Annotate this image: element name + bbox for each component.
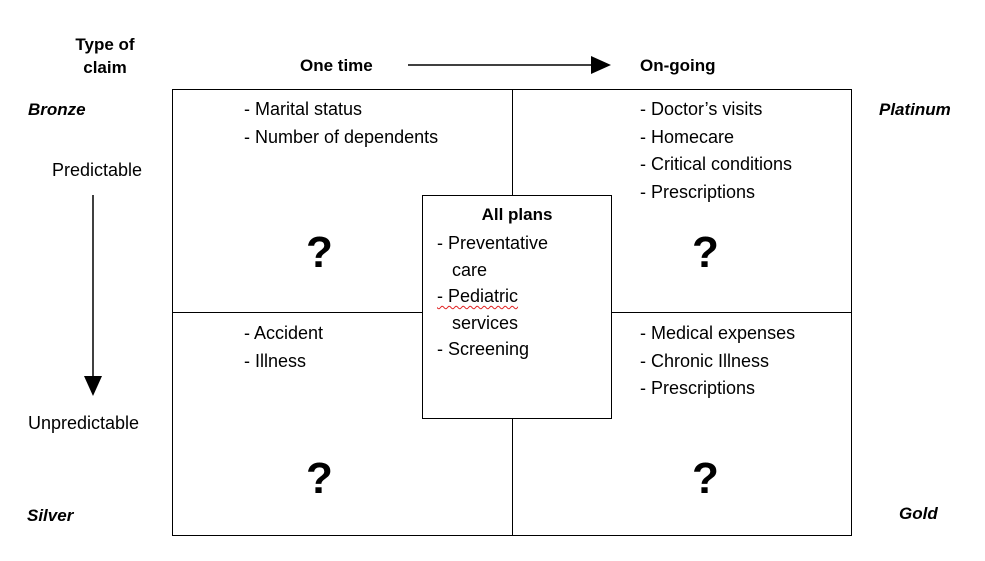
quadrant-bottom-left-list: - Accident - Illness xyxy=(244,320,323,375)
quadrant-top-right-list: - Doctor’s visits - Homecare - Critical … xyxy=(640,96,792,206)
list-item: - Critical conditions xyxy=(640,154,793,174)
unpredictable-label: Unpredictable xyxy=(28,413,140,433)
list-item: care xyxy=(437,259,488,280)
list-item: - Accident xyxy=(244,323,324,343)
time-arrow xyxy=(408,56,611,74)
list-item: - Chronic Illness xyxy=(640,350,770,371)
tier-bronze-label: Bronze xyxy=(28,100,86,119)
question-mark-top-left: ? xyxy=(306,228,333,277)
list-item: - Medical expenses xyxy=(640,323,796,343)
type-of-claim-label: Type of claim xyxy=(75,35,135,77)
all-plans-box: All plans - Preventative care - Pediatri… xyxy=(422,195,612,419)
list-item: - Marital status xyxy=(244,99,363,119)
quadrant-top-left-list: - Marital status - Number of dependents xyxy=(244,96,438,151)
quadrant-bottom-right-list: - Medical expenses - Chronic Illness - P… xyxy=(640,320,795,403)
predictable-label: Predictable xyxy=(52,160,143,180)
list-item: - Prescriptions xyxy=(640,378,756,398)
all-plans-list: - Preventative care - Pediatric services… xyxy=(437,230,548,363)
question-mark-bottom-right: ? xyxy=(692,454,719,503)
list-item: - Prescriptions xyxy=(640,181,756,202)
spellcheck-underlined-text: - Pediatric xyxy=(437,286,519,306)
predictability-arrow xyxy=(84,195,102,396)
list-item: - Pediatric xyxy=(437,283,548,310)
tier-platinum-label: Platinum xyxy=(879,100,951,119)
tier-silver-label: Silver xyxy=(27,506,74,525)
ongoing-label: On-going xyxy=(640,56,716,75)
list-item: - Illness xyxy=(244,350,307,371)
tier-gold-label: Gold xyxy=(899,504,938,523)
question-mark-top-right: ? xyxy=(692,228,719,277)
list-item: services xyxy=(437,312,519,333)
list-item: - Homecare xyxy=(640,126,735,147)
list-item: - Doctor’s visits xyxy=(640,99,763,119)
all-plans-title: All plans xyxy=(481,205,553,224)
list-item: - Preventative xyxy=(437,233,549,253)
list-item: - Number of dependents xyxy=(244,126,439,147)
one-time-label: One time xyxy=(300,56,373,75)
list-item: - Screening xyxy=(437,339,530,359)
question-mark-bottom-left: ? xyxy=(306,454,333,503)
